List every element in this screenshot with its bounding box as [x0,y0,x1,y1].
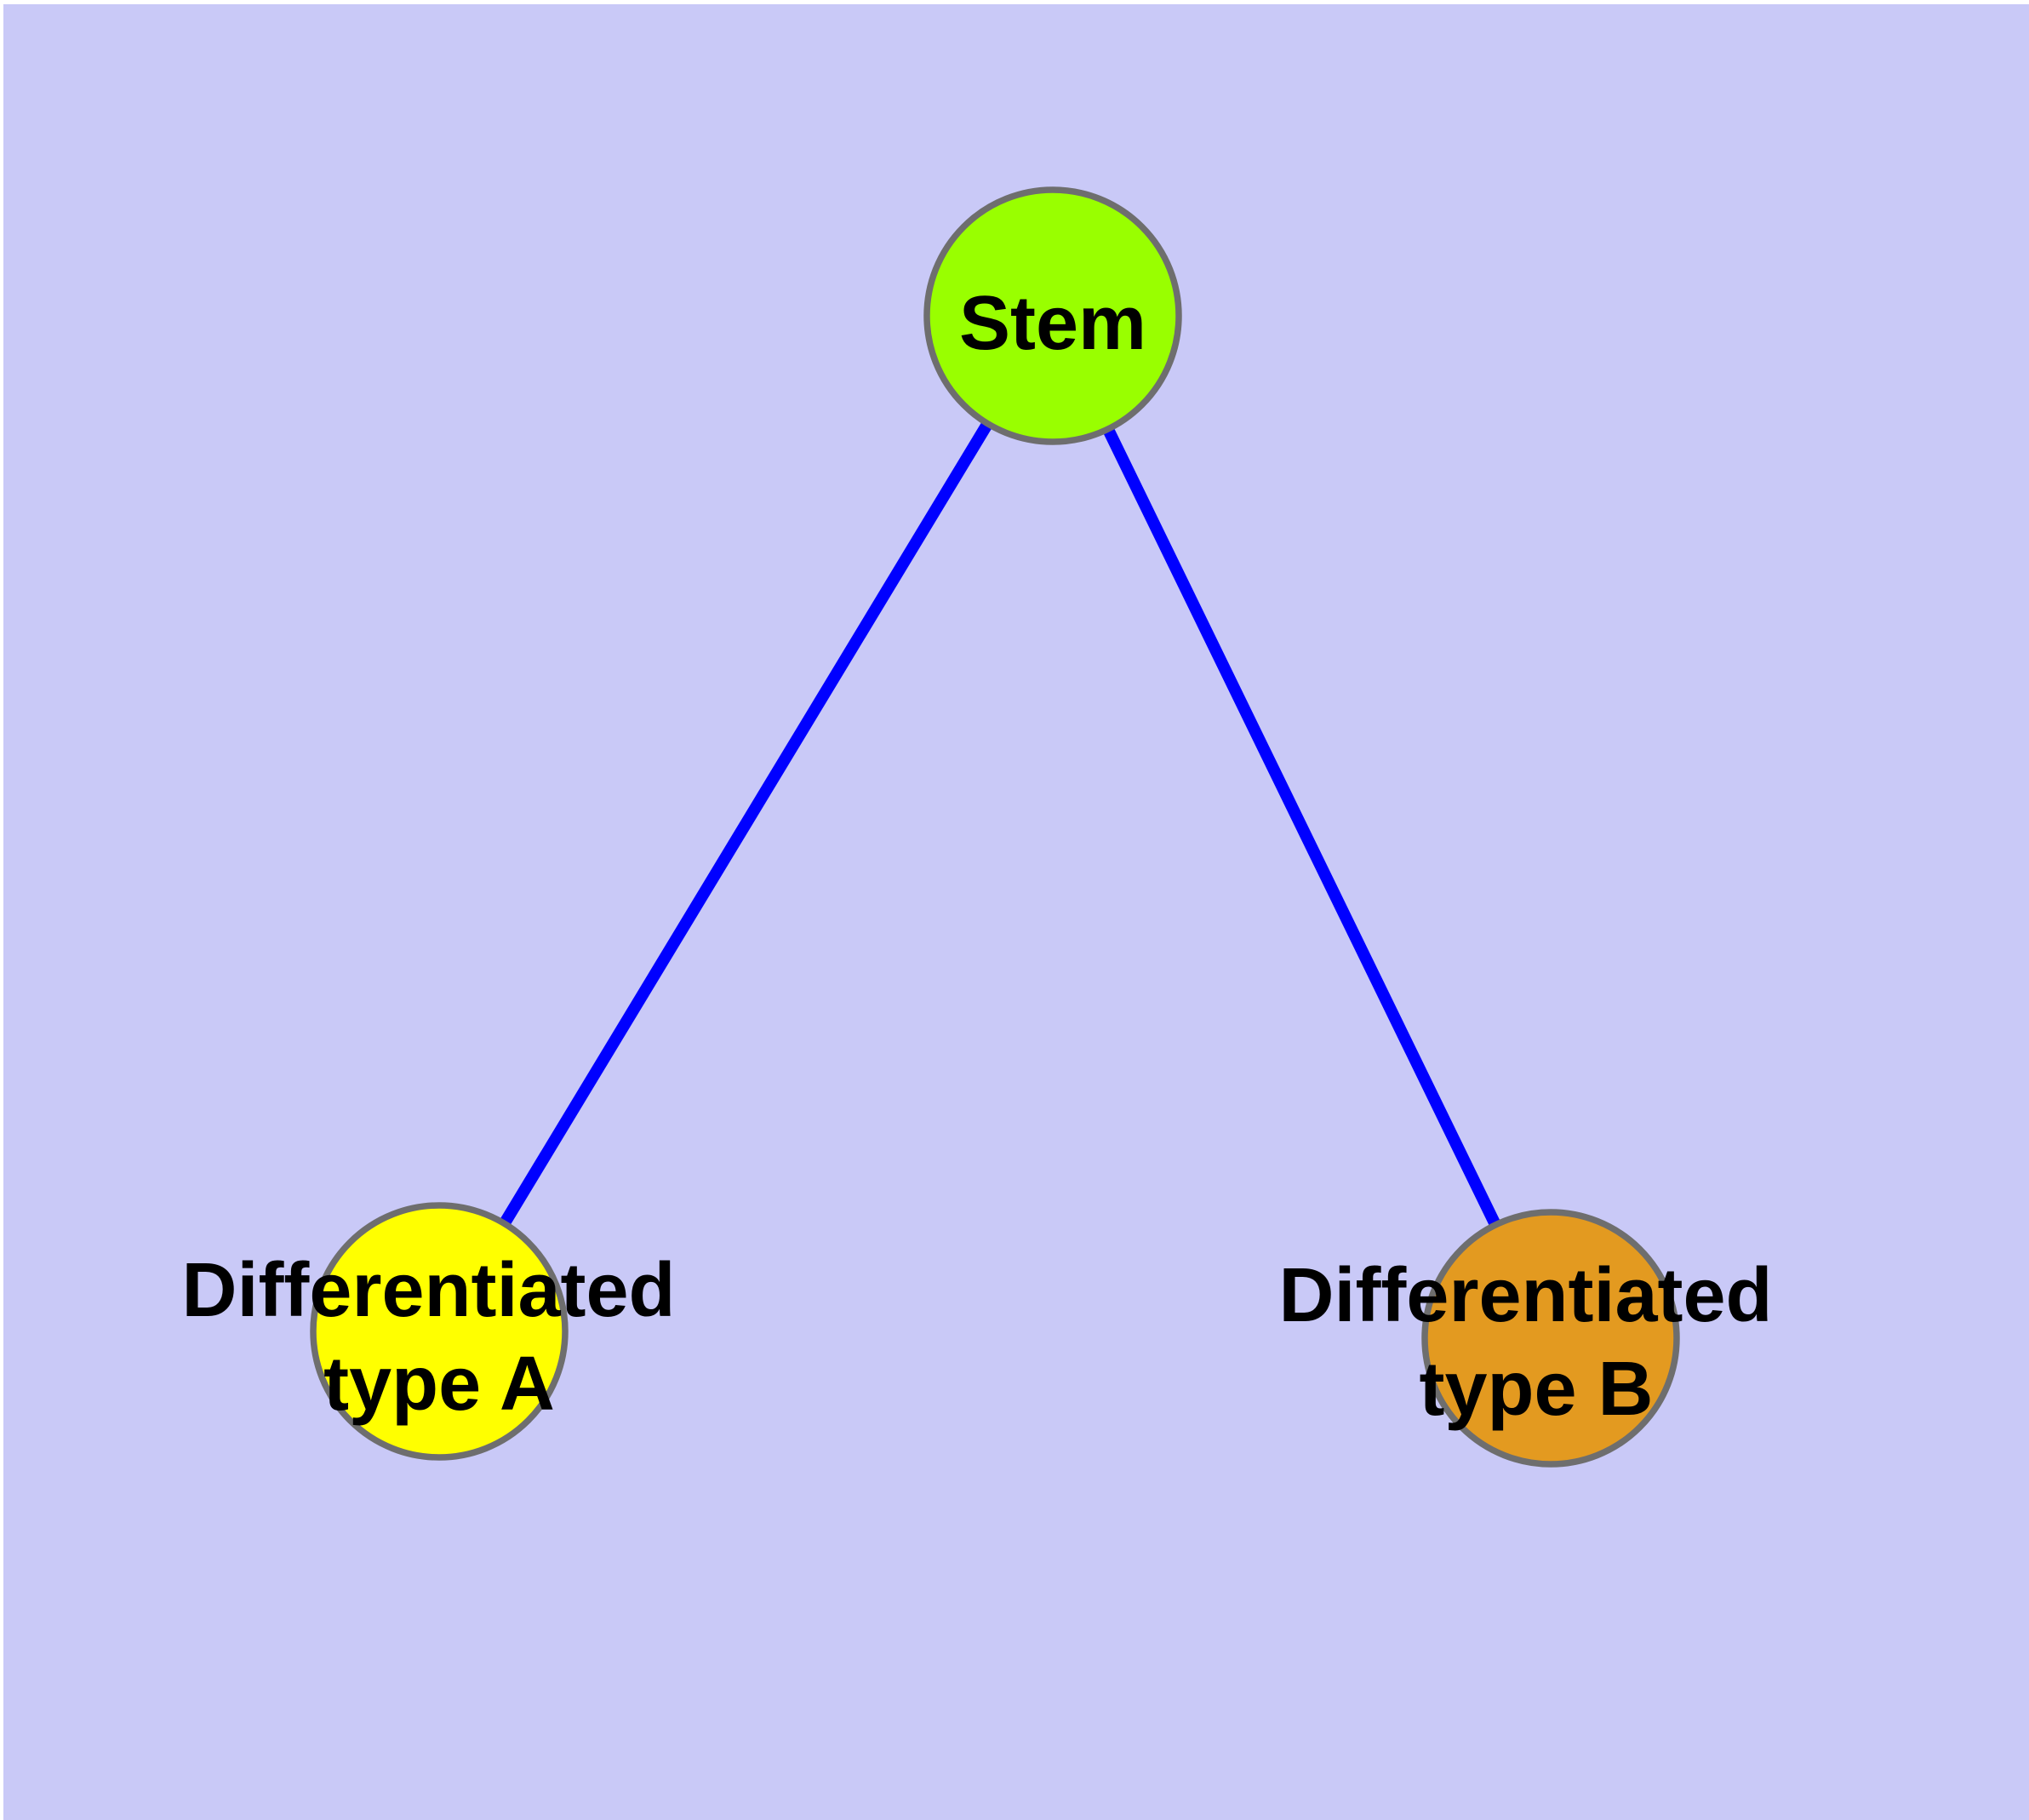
node-type-b-label-line1: Differentiated [1278,1253,1772,1338]
edge-stem-to-type-b [1047,312,1557,1342]
node-type-a-label-line2: type A [323,1342,555,1427]
node-type-b-label-line2: type B [1419,1347,1653,1432]
node-stem-label-line: Stem [959,281,1146,366]
node-stem [923,186,1182,445]
node-differentiated-type-b [1421,1209,1680,1468]
node-stem-label: Stem [959,281,1146,366]
node-type-a-label-line1: Differentiated [181,1248,675,1333]
node-type-a-label: Differentiated type A [181,1248,696,1427]
edge-stem-to-type-a [434,312,1058,1335]
node-type-b-label: Differentiated type B [1278,1253,1793,1432]
node-differentiated-type-a [310,1202,569,1461]
